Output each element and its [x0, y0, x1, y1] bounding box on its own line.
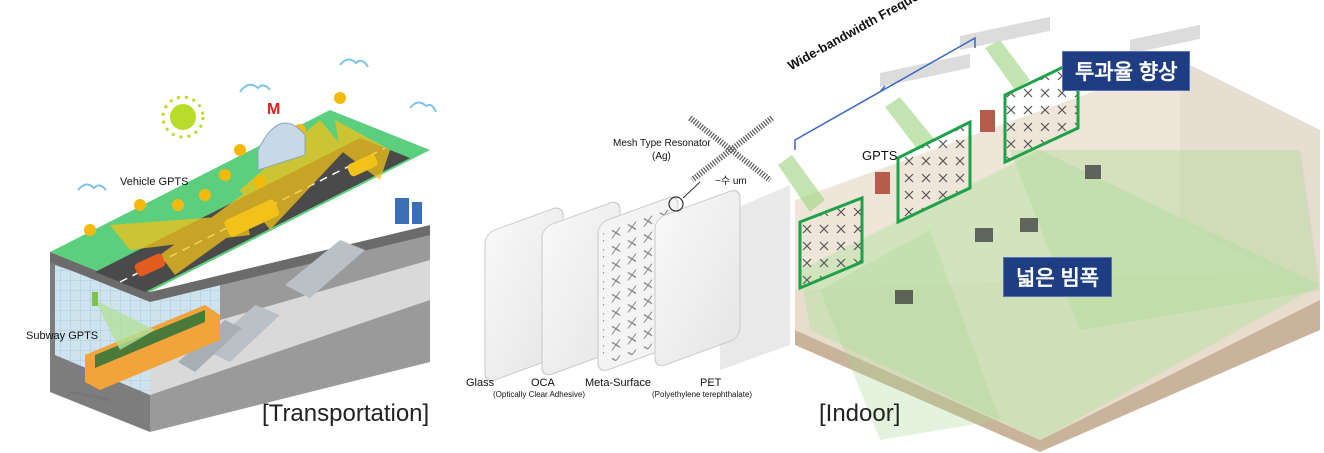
escalator: [205, 305, 280, 362]
oca-sub-label: (Optically Clear Adhesive): [493, 390, 586, 399]
incoming-beam: [885, 97, 935, 150]
cloud-icon: [239, 83, 271, 93]
oca-label: OCA: [531, 377, 555, 389]
cloud-icon: [409, 101, 437, 113]
frequency-bracket: [794, 36, 976, 150]
layer-stack-diagram: [484, 115, 790, 382]
vehicle-gpts-label: Vehicle GPTS: [120, 176, 189, 188]
transmittance-badge: 투과율 향상: [1062, 51, 1191, 91]
beamwidth-badge: 넓은 빔폭: [1003, 257, 1113, 297]
wall-frame: [875, 172, 890, 194]
meta-surface-label: Meta-Surface: [585, 377, 652, 389]
station-dome: [257, 122, 306, 171]
transportation-caption: [Transportation]: [262, 400, 430, 427]
mesh-resonator-sub: (Ag): [652, 151, 671, 162]
subway-gpts-pole: [92, 292, 98, 306]
station-floor: [150, 260, 430, 395]
escalator: [178, 320, 242, 372]
gpts-window: [1003, 57, 1080, 165]
car-yellow: [347, 154, 378, 177]
incoming-beam: [985, 40, 1030, 90]
subway-gpts-label: Subway GPTS: [26, 330, 99, 342]
mesh-resonator-title: Mesh Type Resonator: [613, 138, 711, 149]
pet-layer: [654, 190, 741, 367]
wall-frame: [980, 110, 995, 132]
mesh-resonator-icon: [688, 115, 774, 183]
scale-label: ~수 um: [715, 176, 747, 187]
car-yellow-bus: [224, 199, 280, 237]
gpts-window: [896, 119, 972, 225]
cloud-icon: [77, 183, 107, 191]
subway-train-windows: [95, 310, 205, 368]
ticket-kiosk: [395, 198, 409, 224]
incoming-beam: [778, 155, 825, 212]
indoor-caption: [Indoor]: [819, 400, 901, 427]
indoor-scene: [778, 16, 1320, 452]
car-red: [134, 253, 166, 277]
zoom-circle: [668, 196, 684, 212]
light-cone: [820, 230, 1000, 440]
gpts-window: [798, 195, 864, 291]
pet-label: PET: [700, 377, 722, 389]
rail-track: [69, 390, 111, 402]
gpts-label: GPTS: [862, 148, 898, 163]
glass-label: Glass: [466, 377, 495, 389]
metro-sign: M: [267, 101, 280, 118]
ticket-kiosk: [412, 202, 422, 224]
sun-icon: [161, 95, 205, 139]
escalator: [285, 240, 365, 298]
transportation-scene: M: [50, 58, 437, 432]
cloud-icon: [339, 58, 369, 68]
frequency-bracket-tick: [879, 85, 886, 93]
monitors: [895, 165, 1101, 304]
subway-light-beam: [95, 300, 155, 350]
zoom-arrow: [682, 181, 701, 199]
pet-sub-label: (Polyethylene terephthalate): [652, 390, 753, 399]
